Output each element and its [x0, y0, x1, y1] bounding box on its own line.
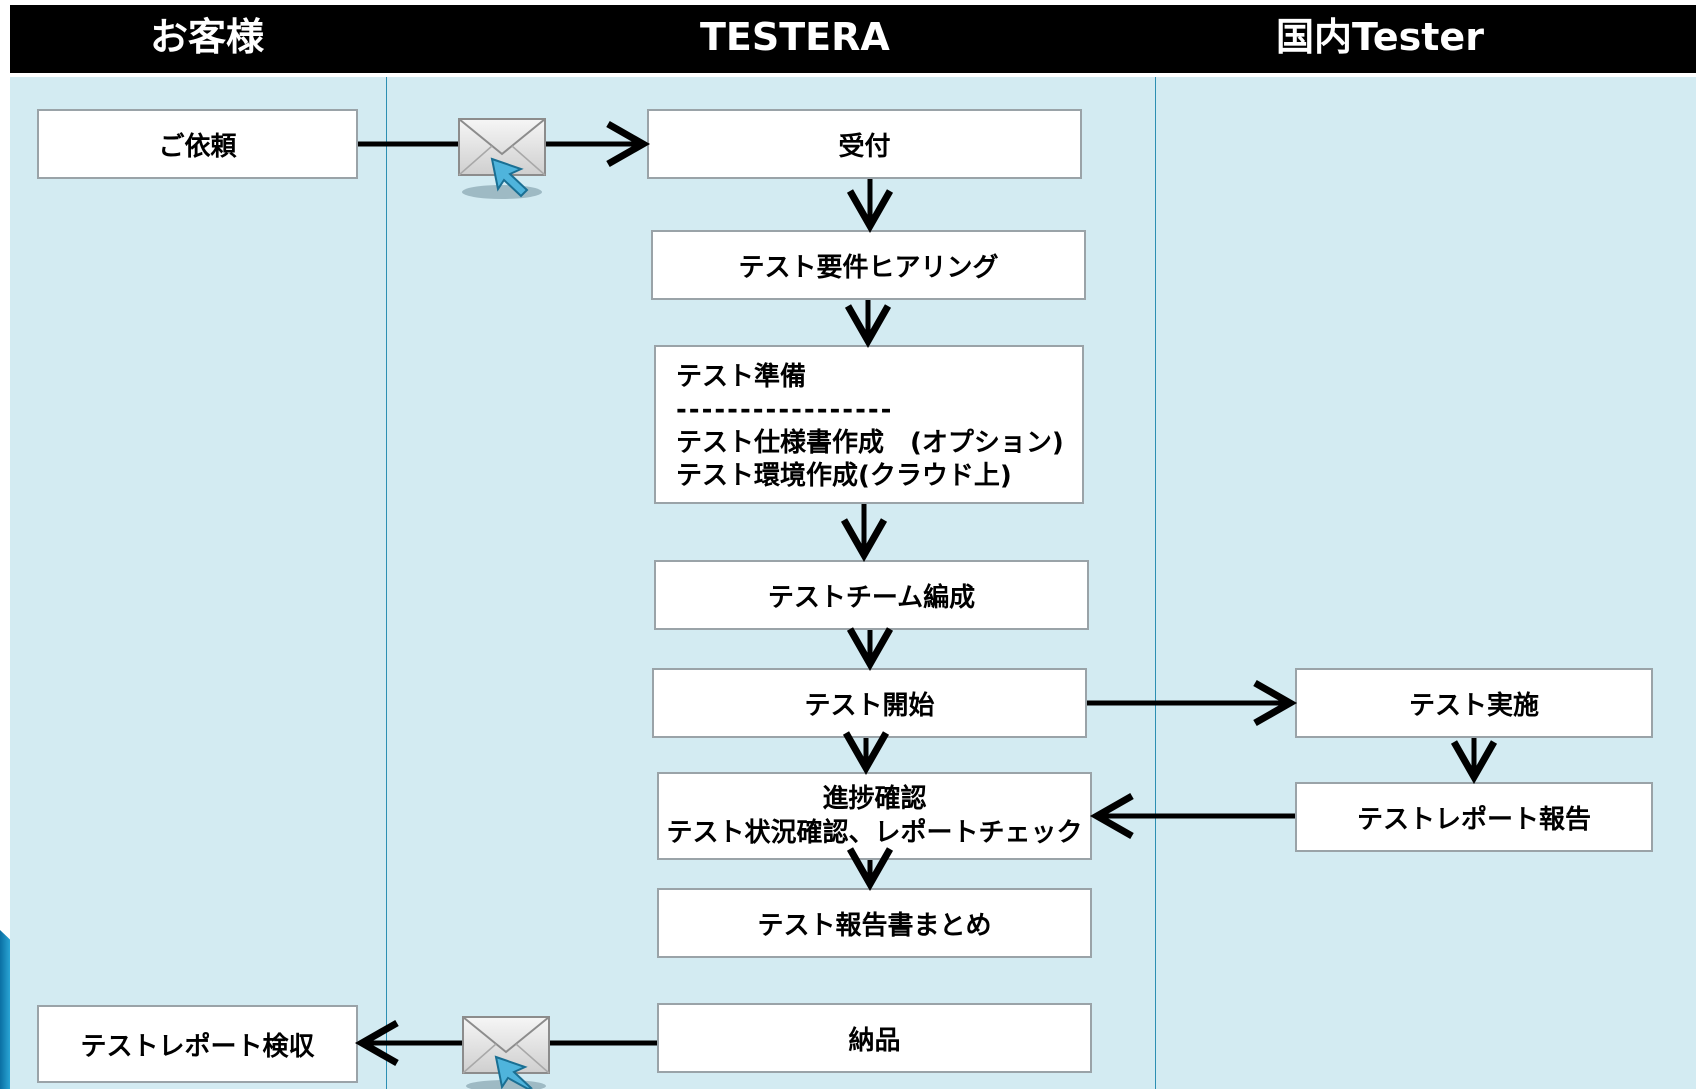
step-prep-title: テスト準備 [676, 362, 807, 392]
step-prep-line1: テスト仕様書作成 (オプション) [676, 428, 1064, 458]
lane-divider-1 [386, 77, 387, 1089]
step-hearing-label: テスト要件ヒアリング [738, 252, 999, 283]
step-execute-label: テスト実施 [1408, 690, 1539, 721]
lane-title-customer: お客様 [150, 15, 265, 59]
step-reception-label: 受付 [838, 131, 891, 162]
step-start: テスト開始 [652, 668, 1087, 738]
step-team: テストチーム編成 [654, 560, 1089, 630]
step-team-label: テストチーム編成 [767, 582, 976, 613]
step-acceptance-label: テストレポート検収 [80, 1031, 315, 1062]
step-request: ご依頼 [37, 109, 358, 179]
step-progress: 進捗確認 テスト状況確認、レポートチェック [657, 772, 1092, 860]
step-request-label: ご依頼 [158, 131, 237, 162]
step-prep-divider: ----------------- [676, 395, 894, 425]
step-acceptance: テストレポート検収 [37, 1005, 358, 1083]
lane-title-tester: 国内Tester [1276, 15, 1484, 59]
lane-title-testera: TESTERA [700, 15, 890, 59]
step-prep: テスト準備 ----------------- テスト仕様書作成 (オプション)… [654, 345, 1084, 504]
step-start-label: テスト開始 [804, 690, 935, 721]
step-execute: テスト実施 [1295, 668, 1653, 738]
step-report: テストレポート報告 [1295, 782, 1653, 852]
step-prep-line2: テスト環境作成(クラウド上) [676, 461, 1012, 491]
step-progress-line1: 進捗確認 [822, 784, 927, 814]
lane-divider-2 [1155, 77, 1156, 1089]
step-summary-label: テスト報告書まとめ [757, 910, 992, 941]
lane-header-bar: お客様 TESTERA 国内Tester [10, 5, 1696, 73]
step-delivery-label: 納品 [848, 1025, 901, 1056]
step-summary: テスト報告書まとめ [657, 888, 1092, 958]
step-reception: 受付 [647, 109, 1082, 179]
step-report-label: テストレポート報告 [1356, 804, 1591, 835]
corner-decoration [0, 930, 10, 1089]
step-hearing: テスト要件ヒアリング [651, 230, 1086, 300]
step-delivery: 納品 [657, 1003, 1092, 1073]
step-progress-line2: テスト状況確認、レポートチェック [666, 818, 1083, 848]
